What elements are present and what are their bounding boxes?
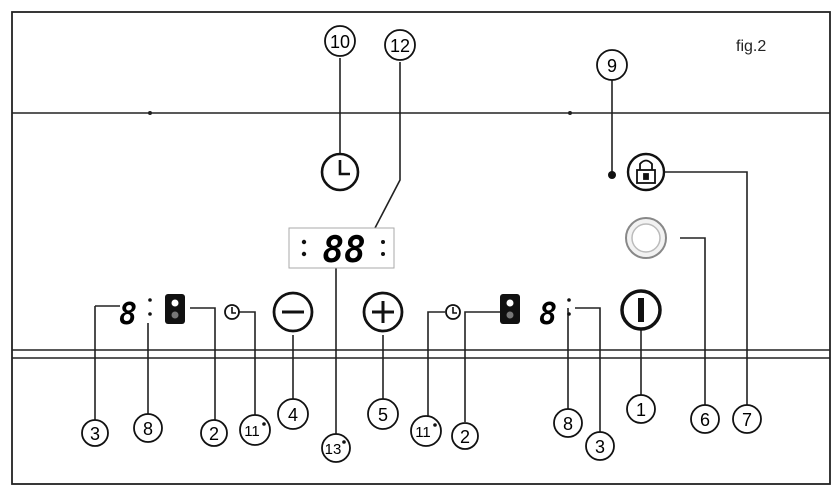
svg-text:4: 4	[288, 405, 298, 425]
svg-text:11: 11	[244, 423, 260, 440]
callout-7: 7	[732, 404, 762, 434]
svg-text:2: 2	[209, 424, 219, 444]
booster-key[interactable]	[625, 217, 667, 259]
lock-key[interactable]	[626, 152, 666, 192]
svg-text:10: 10	[330, 32, 350, 52]
timer-display: 88	[288, 227, 395, 271]
svg-text:2: 2	[460, 427, 470, 447]
svg-text:12: 12	[390, 36, 410, 56]
callout-11-left: 11	[239, 414, 271, 446]
svg-text:1: 1	[636, 400, 646, 420]
svg-text:9: 9	[607, 56, 617, 76]
callout-5: 5	[367, 398, 399, 430]
leader-lines	[94, 58, 748, 435]
svg-text:8: 8	[563, 414, 573, 434]
callout-6: 6	[690, 404, 720, 434]
left-zone-timer-indicator	[224, 304, 240, 320]
right-zone-digit: 8	[539, 297, 557, 332]
callout-11-right: 11	[410, 415, 442, 447]
callout-8-right: 8	[553, 408, 583, 438]
callout-12: 12	[384, 29, 416, 61]
left-zone-digit: 8	[119, 297, 137, 332]
callout-4: 4	[277, 398, 309, 430]
padlock-icon	[636, 159, 656, 184]
svg-text:3: 3	[90, 424, 100, 444]
callout-2-left: 2	[200, 419, 228, 447]
left-zone-selector[interactable]	[165, 294, 185, 324]
callout-13: 13	[321, 433, 351, 463]
figure-label: fig.2	[736, 38, 767, 55]
svg-text:6: 6	[700, 410, 710, 430]
callout-10: 10	[324, 25, 356, 57]
right-zone-timer-indicator	[445, 304, 461, 320]
svg-text:7: 7	[742, 410, 752, 430]
plus-key[interactable]	[362, 291, 404, 333]
callout-8-left: 8	[133, 413, 163, 443]
timer-key[interactable]	[320, 152, 360, 192]
svg-text:8: 8	[143, 419, 153, 439]
svg-text:3: 3	[595, 437, 605, 457]
plus-icon	[372, 301, 394, 323]
callout-2-right: 2	[451, 422, 479, 450]
ring-icon	[631, 223, 661, 253]
clock-icon	[338, 160, 350, 176]
minus-key[interactable]	[272, 291, 314, 333]
power-key[interactable]	[620, 289, 662, 331]
svg-text:11: 11	[415, 424, 431, 441]
svg-text:5: 5	[378, 405, 388, 425]
right-zone-display: 8	[539, 297, 571, 332]
right-zone-selector[interactable]	[500, 294, 520, 324]
callout-1: 1	[626, 394, 656, 424]
timer-display-digits: 88	[322, 230, 365, 271]
lock-indicator-led	[608, 171, 616, 179]
callout-3-left: 3	[81, 419, 109, 447]
callout-3-right: 3	[585, 431, 615, 461]
callout-9: 9	[596, 49, 628, 81]
power-icon	[638, 298, 644, 322]
svg-text:13: 13	[325, 441, 342, 458]
left-zone-display: 8	[119, 297, 152, 332]
